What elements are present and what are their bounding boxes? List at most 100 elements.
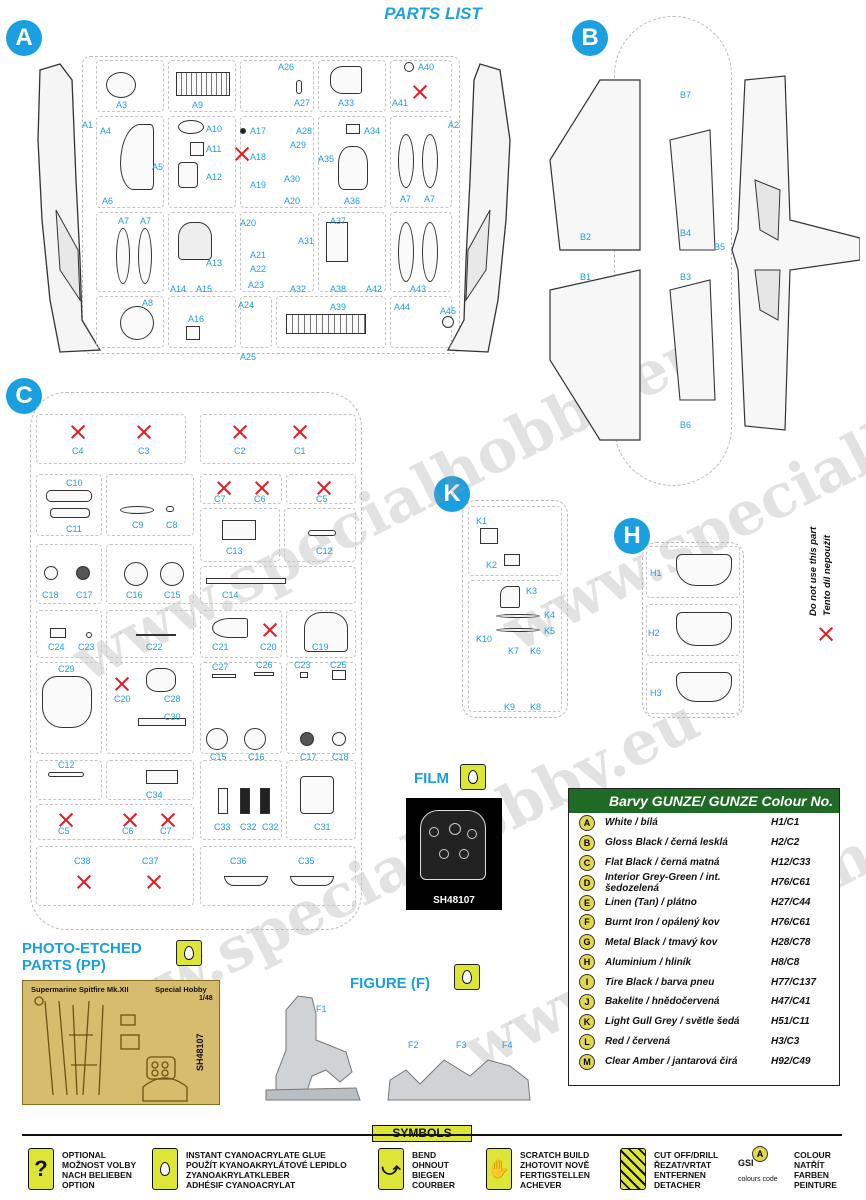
part-a42 xyxy=(398,222,414,282)
question-icon: ? xyxy=(28,1148,54,1190)
part-label: A6 xyxy=(102,196,114,206)
section-badge-h: H xyxy=(614,518,650,554)
sprue-c xyxy=(30,392,362,930)
colour-name: Aluminium / hliník xyxy=(605,956,692,968)
part-label: C37 xyxy=(142,856,159,866)
colour-code: H47/C41 xyxy=(771,996,811,1008)
sprue-a-cell xyxy=(168,116,236,208)
sprue-c-cell xyxy=(36,610,102,658)
part-c18 xyxy=(44,566,58,580)
part-c9 xyxy=(120,506,154,514)
part-label: C25 xyxy=(330,660,347,670)
part-label: C11 xyxy=(66,524,82,534)
sprue-c-cell xyxy=(200,566,356,604)
part-label: A32 xyxy=(290,284,307,294)
gauge-icon xyxy=(439,849,449,859)
part-c30 xyxy=(138,718,186,726)
part-label: A3 xyxy=(116,100,128,110)
part-label: C23 xyxy=(78,642,95,652)
colour-code: H27/C44 xyxy=(771,897,811,908)
part-label: A41 xyxy=(392,98,409,108)
do-not-use-cross-c6 xyxy=(254,480,266,492)
part-label: A34 xyxy=(364,126,381,136)
part-a10 xyxy=(178,120,204,134)
sprue-c-cell xyxy=(36,846,194,906)
sprue-a-cell xyxy=(240,60,314,112)
pe-fret-code: SH48107 xyxy=(195,1033,205,1071)
part-k2 xyxy=(504,554,520,566)
part-c32b xyxy=(260,788,270,814)
part-c23 xyxy=(86,632,92,638)
part-c36 xyxy=(224,876,268,886)
sprue-k-cell xyxy=(468,580,562,712)
part-a43 xyxy=(422,222,438,282)
page-title: PARTS LIST xyxy=(384,4,482,23)
sprue-c-cell xyxy=(106,662,194,754)
sprue-a-cell xyxy=(96,212,164,292)
part-a7 xyxy=(138,228,152,284)
pe-fret-scale: 1/48 xyxy=(199,995,213,1002)
gauge-icon xyxy=(449,823,461,835)
part-label: C1 xyxy=(294,446,306,456)
part-label: C26 xyxy=(256,660,273,670)
part-c34 xyxy=(146,770,178,784)
part-label: A24 xyxy=(238,300,255,310)
part-a16 xyxy=(186,326,200,340)
part-label: C33 xyxy=(214,822,231,832)
part-k1 xyxy=(480,528,498,544)
sprue-a-cell xyxy=(390,116,452,208)
film-code: SH48107 xyxy=(433,895,475,906)
colour-letter-badge: M xyxy=(579,1053,595,1070)
part-h1 xyxy=(676,554,732,586)
part-label: A18 xyxy=(250,152,267,162)
part-label: A26 xyxy=(278,62,295,72)
colour-code: H51/C11 xyxy=(771,1016,810,1028)
sprue-a-cell xyxy=(96,60,164,112)
gauge-icon xyxy=(459,849,469,859)
sprue-a-cell xyxy=(390,60,452,112)
part-label: K10 xyxy=(476,634,493,644)
part-a5 xyxy=(120,124,154,190)
sprue-c-cell xyxy=(200,414,356,464)
sprue-a-cell xyxy=(96,116,164,208)
symbols-title: SYMBOLS xyxy=(372,1125,472,1142)
sprue-c-cell xyxy=(286,610,356,658)
do-not-use-cross-c4 xyxy=(70,424,86,440)
sprue-c-cell xyxy=(200,474,282,504)
part-label: C5 xyxy=(316,494,328,504)
part-label: A28 xyxy=(296,126,313,136)
part-label: A16 xyxy=(188,314,205,324)
glue-drop-icon xyxy=(176,940,202,966)
sprue-a-cell xyxy=(168,296,236,348)
part-c15b xyxy=(206,728,228,750)
part-c18b xyxy=(332,732,346,746)
part-c23b xyxy=(300,672,308,678)
part-label: A10 xyxy=(206,124,223,134)
sprue-c-cell xyxy=(36,414,186,464)
part-c10 xyxy=(46,490,92,502)
pe-title-line1: PHOTO-ETCHED xyxy=(22,940,142,957)
colour-name: Burnt Iron / opálený kov xyxy=(605,916,720,928)
sprue-c-cell xyxy=(36,474,102,536)
part-label: B7 xyxy=(680,90,692,100)
cut-drill-icon xyxy=(620,1148,646,1190)
part-label: A37 xyxy=(330,216,347,226)
figure-label: F3 xyxy=(456,1040,467,1050)
part-label: A31 xyxy=(298,236,315,246)
do-not-use-cross-c7b xyxy=(160,812,172,824)
sprue-a xyxy=(82,56,460,354)
sprue-c-cell xyxy=(106,760,194,800)
sprue-a-cell xyxy=(318,60,386,112)
part-label: H3 xyxy=(650,688,662,698)
part-label: B4 xyxy=(680,228,692,238)
part-label: C18 xyxy=(42,590,59,600)
part-label: A44 xyxy=(394,302,411,312)
part-a27 xyxy=(296,80,302,94)
part-label: B1 xyxy=(580,272,592,282)
